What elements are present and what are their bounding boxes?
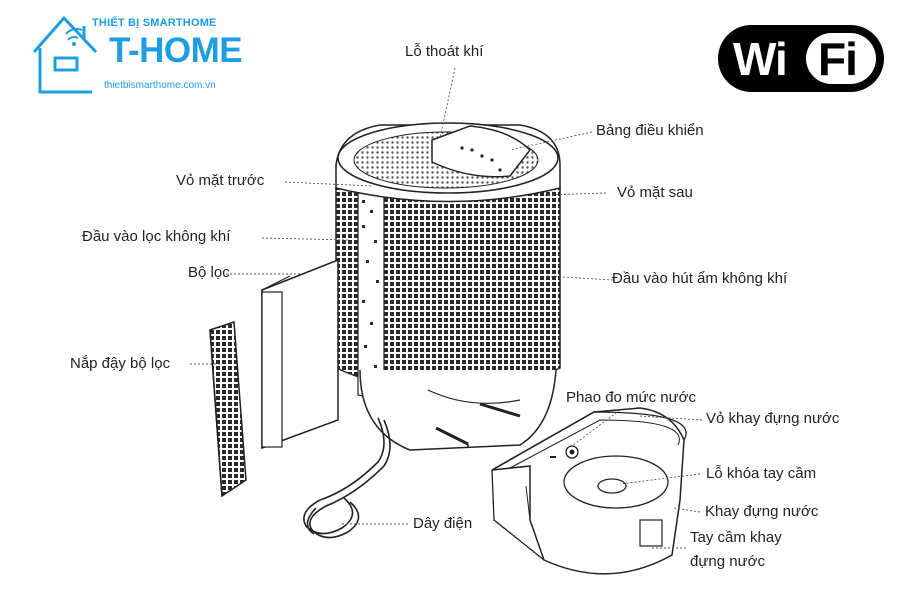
top-lid bbox=[335, 122, 561, 203]
label-tank-handle-line2: đựng nước bbox=[690, 553, 765, 570]
leader-dehumid-inlet bbox=[544, 275, 614, 281]
leader-air-filter-inlet bbox=[261, 237, 351, 241]
label-dehumid-inlet: Đầu vào hút ẩm không khí bbox=[612, 270, 788, 287]
label-float: Phao đo mức nước bbox=[566, 389, 696, 406]
label-power-cord: Dây điện bbox=[413, 515, 473, 532]
wifi-badge-fi-box bbox=[806, 33, 876, 84]
leader-lines bbox=[190, 67, 703, 549]
label-air-filter-inlet: Đầu vào lọc không khí bbox=[82, 228, 231, 245]
power-cord bbox=[303, 417, 391, 539]
label-handle-lock: Lỗ khóa tay cầm bbox=[706, 465, 817, 482]
leader-float bbox=[571, 409, 621, 447]
label-back-cover: Vỏ mặt sau bbox=[617, 184, 693, 201]
wifi-badge-wi: Wi bbox=[733, 33, 788, 85]
label-filter: Bộ lọc bbox=[188, 264, 230, 281]
leader-tank bbox=[673, 507, 701, 513]
logo-name: T-HOME bbox=[109, 31, 243, 70]
leader-handle-lock bbox=[619, 473, 701, 485]
label-tank-handle-line1: Tay cầm khay bbox=[690, 529, 782, 546]
label-air-outlet: Lỗ thoát khí bbox=[405, 43, 484, 60]
filter-block bbox=[261, 258, 339, 450]
filter-cover-plate bbox=[209, 320, 247, 498]
wifi-badge-fi: Fi bbox=[818, 33, 858, 85]
bottom-cavity bbox=[359, 369, 557, 451]
leader-front-cover bbox=[284, 181, 373, 187]
label-front-cover: Vỏ mặt trước bbox=[176, 172, 265, 189]
label-tank-shell: Vỏ khay đựng nước bbox=[706, 410, 840, 427]
house-wifi-icon bbox=[32, 16, 98, 94]
main-body bbox=[335, 187, 561, 401]
logo-brand-line: THIẾT BỊ SMARTHOME bbox=[92, 17, 217, 29]
label-tank: Khay đựng nước bbox=[705, 503, 819, 520]
leader-control-panel bbox=[509, 131, 593, 151]
label-control-panel: Bảng điều khiển bbox=[596, 122, 704, 139]
logo-url: thietbismarthome.com.vn bbox=[104, 80, 216, 91]
water-tank bbox=[491, 407, 687, 575]
label-filter-cover: Nắp đậy bộ lọc bbox=[70, 355, 171, 372]
